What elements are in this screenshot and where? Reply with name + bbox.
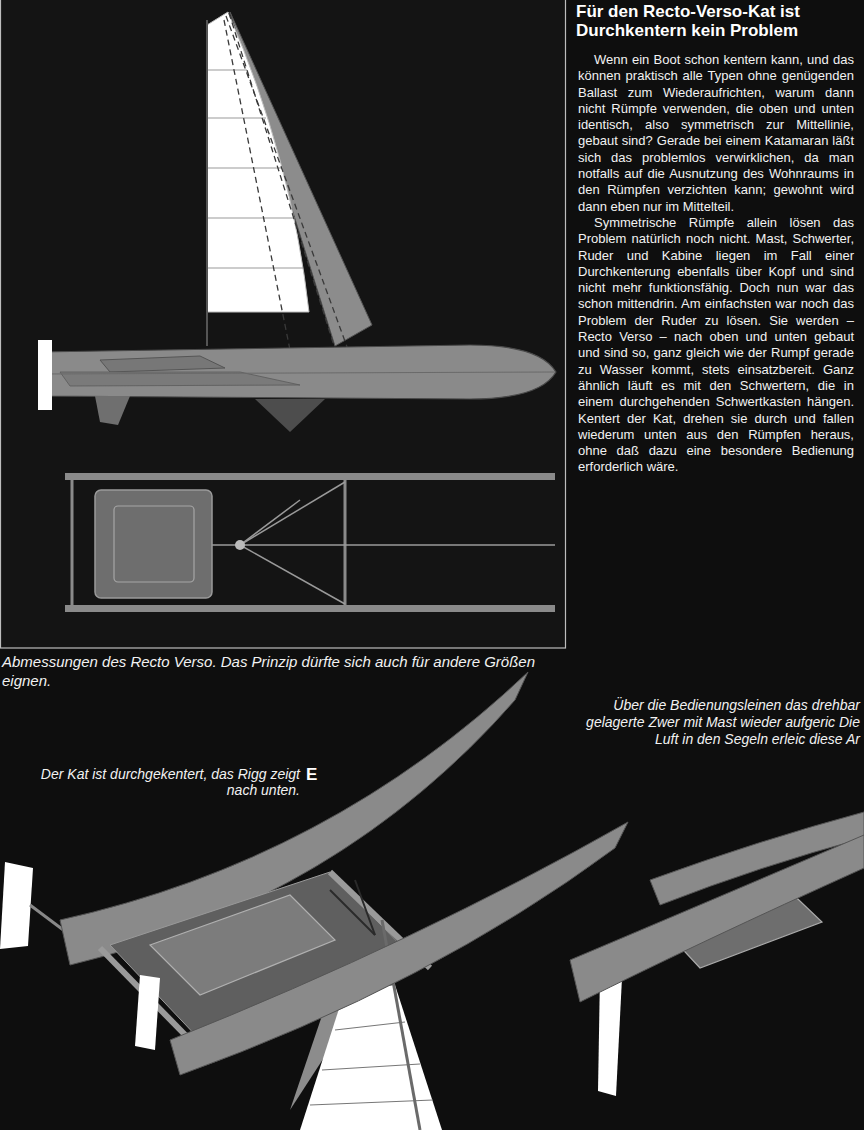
figure-letter: E [306, 766, 317, 784]
body-paragraph: Symmetrische Rümpfe allein lösen das Pro… [578, 215, 854, 476]
figure-caption: Abmessungen des Recto Verso. Das Prinzip… [2, 652, 562, 690]
illustration-caption: Der Kat ist durchgekentert, das Rigg zei… [8, 766, 300, 798]
body-paragraph: Wenn ein Boot schon kentern kann, und da… [578, 52, 854, 215]
article-heading: Für den Recto-Verso-Kat ist Durchkentern… [576, 2, 860, 40]
illustration-caption: Über die Bedienungsleinen das drehbar ge… [572, 697, 860, 748]
